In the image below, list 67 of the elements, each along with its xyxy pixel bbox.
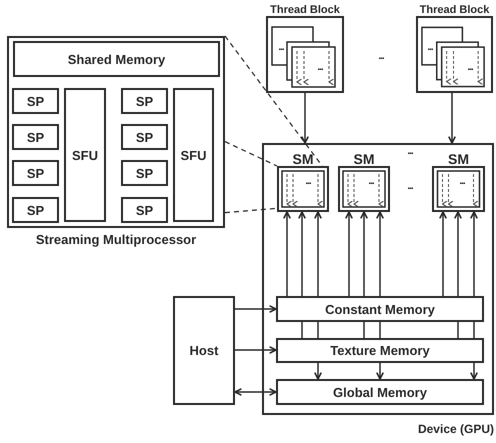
box-label: SP	[136, 202, 154, 218]
box-label: SP	[26, 130, 44, 144]
component-box	[121, 197, 168, 223]
box-label: Shared Memory	[68, 52, 166, 66]
box-label: SP	[26, 94, 44, 108]
component-box	[12, 197, 59, 223]
component-box	[173, 88, 214, 222]
arrow	[301, 93, 309, 144]
ellipsis-label: ...	[407, 147, 413, 157]
arrow	[376, 363, 384, 380]
box-label: Host	[190, 343, 218, 358]
ellipsis-label: ...	[459, 177, 465, 187]
box-heading: Thread Block	[270, 4, 340, 16]
arrow	[345, 211, 353, 296]
component-box	[12, 88, 59, 114]
arrow	[314, 363, 322, 380]
zoom-guide-line	[224, 141, 278, 167]
arrow	[470, 211, 478, 296]
zoom-guide-line	[224, 36, 323, 166]
arrow	[235, 305, 277, 313]
component-box	[173, 296, 235, 405]
component-box	[121, 124, 168, 150]
component-box	[276, 379, 484, 405]
arrow	[470, 363, 478, 380]
ellipsis-label: ...	[467, 63, 473, 73]
arrow	[298, 211, 306, 296]
ellipsis-label: ...	[305, 177, 311, 187]
box-label: SP	[136, 94, 154, 108]
box-label: SP	[26, 166, 44, 180]
arrow	[448, 93, 456, 144]
ellipsis-label: ...	[368, 177, 374, 187]
ellipsis-label: ...	[407, 182, 413, 192]
box-heading: Device (GPU)	[418, 422, 494, 436]
ellipsis-label: ...	[278, 43, 284, 53]
arrow	[376, 211, 384, 296]
ellipsis-label: ...	[317, 63, 323, 73]
arrow	[234, 388, 277, 396]
arrow	[439, 211, 447, 296]
zoom-guide-line	[224, 208, 278, 214]
arrow	[314, 211, 322, 296]
component-box	[276, 338, 484, 363]
box-label: SP	[136, 130, 154, 144]
box-heading: SM	[448, 151, 469, 167]
component-box	[12, 160, 59, 186]
box-heading: SM	[292, 151, 314, 167]
box-label: SP	[136, 166, 154, 180]
box-label: SFU	[72, 148, 98, 162]
component-box	[276, 296, 484, 322]
component-box	[121, 88, 168, 114]
box-label: SFU	[180, 148, 206, 162]
component-box	[64, 88, 106, 222]
box-label: Global Memory	[333, 384, 427, 400]
arrow	[235, 346, 277, 354]
arrow	[283, 211, 291, 296]
component-box	[121, 160, 168, 186]
box-label: Constant Memory	[325, 302, 435, 316]
box-heading: Thread Block	[420, 4, 490, 16]
arrow	[360, 211, 368, 296]
ellipsis-label: ...	[378, 52, 384, 62]
ellipsis-label: ...	[427, 43, 433, 53]
box-heading: SM	[354, 151, 374, 167]
box-heading: Streaming Multiprocessor	[36, 232, 196, 247]
arrow	[454, 211, 462, 296]
component-box	[13, 41, 220, 77]
component-box	[12, 124, 59, 150]
box-label: Texture Memory	[330, 343, 430, 358]
box-label: SP	[26, 202, 44, 218]
